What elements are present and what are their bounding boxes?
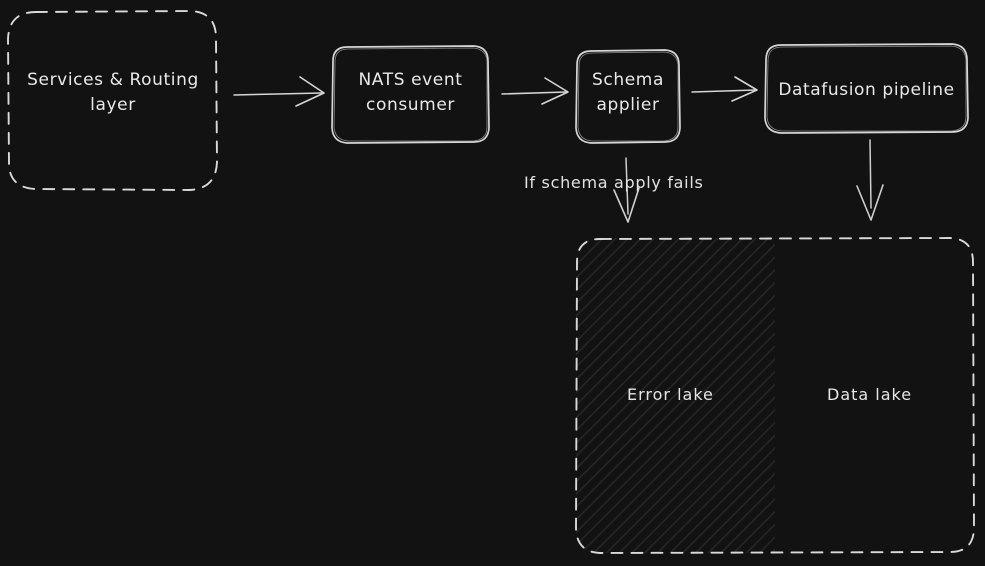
nats-event-consumer-box[interactable] (331, 45, 490, 144)
arrow-datafusion-to-data-lake[interactable] (856, 139, 884, 221)
edge-label-if-schema-apply-fails: If schema apply fails (524, 173, 704, 192)
data-lake-label: Data lake (827, 385, 913, 404)
schema-applier-box[interactable] (575, 49, 681, 144)
arrow-services-to-nats[interactable] (233, 76, 325, 107)
error-lake-region[interactable] (576, 238, 775, 553)
datafusion-pipeline-box[interactable] (764, 43, 969, 134)
error-lake-label: Error lake (627, 385, 714, 404)
arrow-nats-to-schema[interactable] (501, 77, 569, 105)
arrow-schema-to-datafusion[interactable] (691, 76, 758, 102)
services-routing-layer-box[interactable] (7, 10, 218, 191)
arrow-schema-to-error-lake[interactable] (613, 157, 640, 223)
